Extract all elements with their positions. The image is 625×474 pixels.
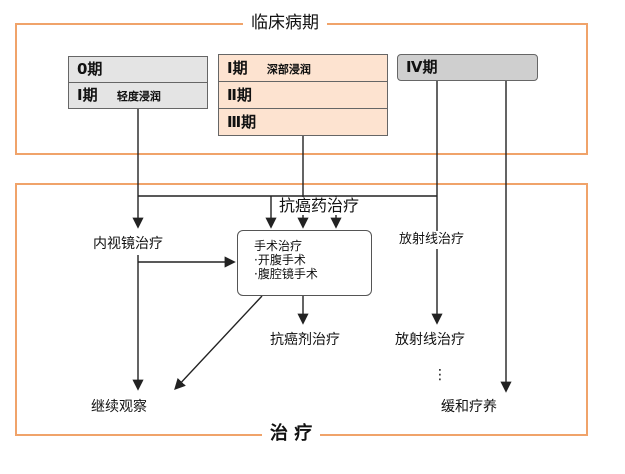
surgery-title: 手术治疗 xyxy=(254,239,303,253)
dots-label: ⋮ xyxy=(433,367,447,383)
surgery-box: 手术治疗 ·开腹手术 ·腹腔镜手术 xyxy=(237,230,372,296)
stage-1-deep-label: Ⅰ期 xyxy=(227,59,248,77)
stage-4-box: Ⅳ期 xyxy=(397,54,538,81)
anticancer-agent-label: 抗癌剂治疗 xyxy=(270,332,340,348)
stage-2-box: Ⅱ期 xyxy=(218,81,388,109)
palliative-label: 缓和疗养 xyxy=(441,399,497,415)
stage-2-label: Ⅱ期 xyxy=(227,86,252,104)
surgery-lap-label: ·腹腔镜手术 xyxy=(254,267,318,281)
line-surgery-observation xyxy=(174,295,263,391)
stage-4-label: Ⅳ期 xyxy=(406,58,438,76)
radiation-upper-label: 放射线治疗 xyxy=(399,231,465,249)
stage-1-mild-box: Ⅰ期 轻度浸润 xyxy=(68,82,208,109)
radiation-lower-label: 放射线治疗 xyxy=(395,332,465,348)
stage-1-label: Ⅰ期 xyxy=(77,86,98,104)
anticancer-drug-label: 抗癌药治疗 xyxy=(277,196,362,215)
stage-3-box: Ⅲ期 xyxy=(218,108,388,136)
mild-infiltration-label: 轻度浸润 xyxy=(116,90,161,103)
treatment-title: 治 疗 xyxy=(262,422,321,446)
clinical-stage-title: 临床病期 xyxy=(243,11,327,35)
endoscopic-label: 内视镜治疗 xyxy=(93,235,163,253)
stage-0-label: 0期 xyxy=(77,60,103,78)
observation-label: 继续观察 xyxy=(91,399,147,415)
surgery-open-label: ·开腹手术 xyxy=(254,253,306,267)
stage-1-deep-box: Ⅰ期 深部浸润 xyxy=(218,54,388,82)
stage-3-label: Ⅲ期 xyxy=(227,113,257,131)
deep-infiltration-label: 深部浸润 xyxy=(266,63,311,76)
